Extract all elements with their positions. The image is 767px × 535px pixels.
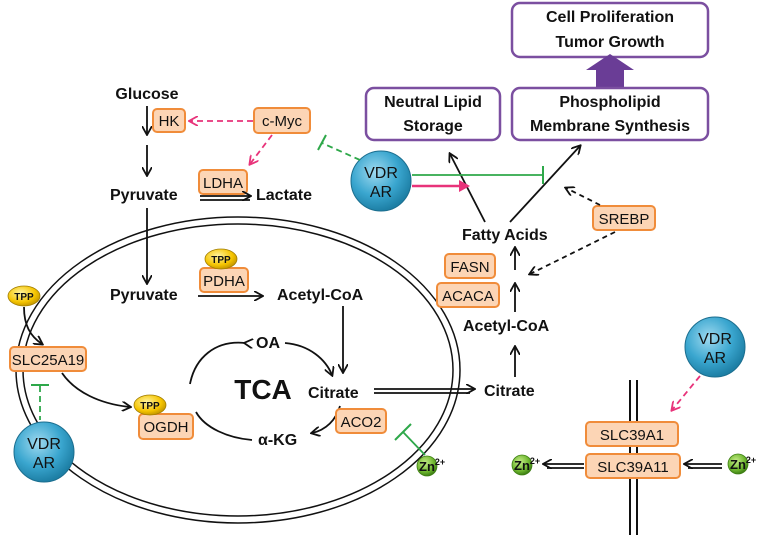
vdr-inhibits-cmyc-bar bbox=[317, 134, 327, 151]
fa-to-neutral-lipid-arrow bbox=[450, 154, 486, 223]
glucose-label: Glucose bbox=[115, 86, 178, 103]
tpp-pdha-cofactor: TPP bbox=[204, 248, 238, 270]
oa-label: OA bbox=[256, 335, 280, 352]
srebp-enzyme-box: SREBP bbox=[592, 205, 656, 231]
pyruvate-top-label: Pyruvate bbox=[110, 187, 178, 204]
slc39a1-transporter-box: SLC39A1 bbox=[585, 421, 679, 447]
tpp-ogdh-cofactor: TPP bbox=[133, 394, 167, 416]
thick-up-arrow bbox=[586, 54, 634, 88]
ogdh-enzyme-box: OGDH bbox=[138, 413, 194, 440]
zn-inhibits-aco2-bar bbox=[394, 423, 412, 441]
cmyc-to-ldha-arrow bbox=[250, 134, 273, 164]
ldha-label: LDHA bbox=[203, 175, 243, 192]
ar-main-label: AR bbox=[370, 184, 392, 201]
fa-to-phospholipid-arrow bbox=[509, 146, 580, 223]
fatty-acids-label: Fatty Acids bbox=[462, 227, 548, 244]
zn-right-ion: Zn2+ bbox=[727, 453, 756, 475]
vdr-ar-left-regulator: VDR AR bbox=[13, 421, 75, 483]
cell-proliferation-box: Cell Proliferation Tumor Growth bbox=[510, 1, 710, 59]
zn-inhibits-aco2-line bbox=[402, 431, 426, 456]
cell-proliferation-label: Cell Proliferation bbox=[546, 9, 674, 26]
zn-mito-label: Zn2+ bbox=[419, 457, 445, 474]
slc39a11-transporter-box: SLC39A11 bbox=[585, 453, 681, 479]
slc25a19-label: SLC25A19 bbox=[12, 352, 85, 369]
zn-right-label: Zn2+ bbox=[730, 455, 756, 472]
slc39a1-label: SLC39A1 bbox=[600, 427, 664, 444]
vdr-ar-main-regulator: VDR AR bbox=[350, 150, 412, 212]
tpp-to-slc25a19-arrow bbox=[23, 306, 42, 344]
tpp-ogdh-label: TPP bbox=[140, 401, 160, 412]
aco2-label: ACO2 bbox=[341, 414, 382, 431]
hk-label: HK bbox=[159, 113, 180, 130]
vdr-left-label: VDR bbox=[27, 436, 61, 453]
tca-oa-to-citrate-arc bbox=[284, 342, 332, 375]
ogdh-label: OGDH bbox=[144, 419, 189, 436]
citrate-cyto-label: Citrate bbox=[484, 383, 535, 400]
pdha-enzyme-box: PDHA bbox=[199, 267, 249, 293]
tpp-pdha-label: TPP bbox=[211, 255, 231, 266]
membrane-synthesis-label: Membrane Synthesis bbox=[530, 118, 690, 135]
tpp-left-label: TPP bbox=[14, 292, 34, 303]
acaca-label: ACACA bbox=[442, 288, 494, 305]
akg-label: α-KG bbox=[258, 432, 297, 449]
zn-mito-ion: Zn2+ bbox=[416, 455, 445, 477]
neutral-lipid-label: Neutral Lipid bbox=[384, 94, 482, 111]
tca-label: TCA bbox=[234, 374, 292, 405]
vdr-main-label: VDR bbox=[364, 165, 398, 182]
tpp-left-cofactor: TPP bbox=[7, 285, 41, 307]
srebp-to-acaca-arrow bbox=[530, 231, 616, 274]
acetyl-coa-cyto-label: Acetyl-CoA bbox=[463, 318, 550, 335]
acetyl-coa-mito-label: Acetyl-CoA bbox=[277, 287, 364, 304]
cmyc-label: c-Myc bbox=[262, 113, 302, 130]
slc39a11-label: SLC39A11 bbox=[597, 459, 668, 476]
vdr-inhibits-cmyc-line bbox=[321, 142, 361, 161]
aco2-enzyme-box: ACO2 bbox=[335, 408, 387, 434]
cmyc-enzyme-box: c-Myc bbox=[253, 107, 311, 134]
citrate-mito-label: Citrate bbox=[308, 385, 359, 402]
acaca-enzyme-box: ACACA bbox=[436, 282, 500, 308]
pdha-label: PDHA bbox=[203, 273, 245, 290]
srebp-to-fa-arrow bbox=[566, 188, 601, 206]
ar-left-label: AR bbox=[33, 455, 55, 472]
neutral-lipid-box: Neutral Lipid Storage bbox=[364, 86, 502, 142]
fasn-label: FASN bbox=[450, 259, 489, 276]
tca-akg-to-oa-arc bbox=[189, 343, 245, 385]
zn-left-ion: Zn2+ bbox=[511, 454, 540, 476]
pyruvate-mito-label: Pyruvate bbox=[110, 287, 178, 304]
tca-akg-to-ogdh-arc bbox=[195, 411, 253, 441]
srebp-label: SREBP bbox=[599, 211, 650, 228]
slc25a19-to-tpp-ogdh-arrow bbox=[61, 372, 130, 407]
phospholipid-box: Phospholipid Membrane Synthesis bbox=[510, 86, 710, 142]
hk-enzyme-box: HK bbox=[152, 108, 186, 133]
phospholipid-label: Phospholipid bbox=[559, 94, 660, 111]
storage-label: Storage bbox=[403, 118, 463, 135]
vdr-right-label: VDR bbox=[698, 331, 732, 348]
ar-right-label: AR bbox=[704, 350, 726, 367]
vdr-ar-right-regulator: VDR AR bbox=[684, 316, 746, 378]
slc25a19-transporter-box: SLC25A19 bbox=[9, 346, 87, 372]
zn-left-label: Zn2+ bbox=[514, 456, 540, 473]
lactate-label: Lactate bbox=[256, 187, 312, 204]
tumor-growth-label: Tumor Growth bbox=[555, 34, 664, 51]
vdr-activates-slc39a1-arrow bbox=[672, 375, 701, 410]
ldha-enzyme-box: LDHA bbox=[198, 169, 248, 195]
fasn-enzyme-box: FASN bbox=[444, 253, 496, 279]
